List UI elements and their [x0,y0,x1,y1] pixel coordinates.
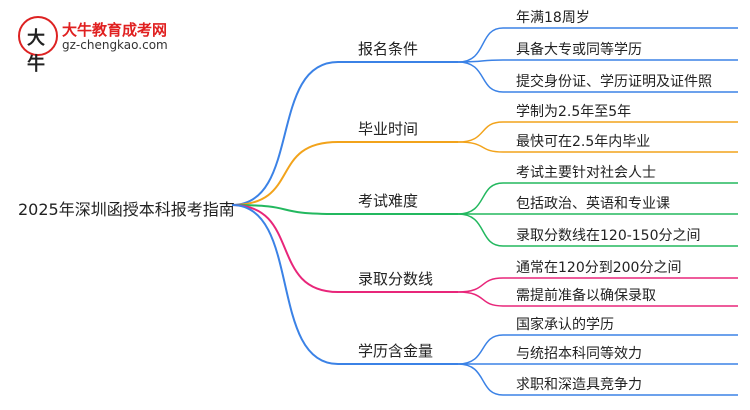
connector-line [457,27,504,63]
mindmap-root: 2025年深圳函授本科报考指南 [18,200,235,219]
leaf-label: 与统招本科同等效力 [516,346,642,362]
logo-name: 大牛教育成考网 [62,21,168,39]
connector-line [457,213,504,247]
logo-url: gz-chengkao.com [62,38,168,52]
connector-line [457,334,504,365]
leaf-label: 需提前准备以确保录取 [516,288,656,304]
leaf-label: 求职和深造具竞争力 [516,377,642,393]
connector-line [231,204,339,365]
leaf-label: 国家承认的学历 [516,317,614,333]
connector-line [231,61,339,206]
connector-line [231,204,339,293]
connector-line [231,141,339,206]
branch-label: 学历含金量 [358,342,434,360]
leaf-label: 具备大专或同等学历 [516,42,642,58]
branch-label: 报名条件 [358,40,419,58]
logo-mark-icon: 大牛 [18,16,58,75]
connector-line [231,204,339,215]
branch-label: 毕业时间 [358,120,419,138]
leaf-label: 学制为2.5年至5年 [516,104,632,120]
leaf-label: 提交身份证、学历证明及证件照 [516,74,712,90]
connector-line [457,291,504,307]
leaf-label: 考试主要针对社会人士 [516,165,656,181]
leaf-label: 包括政治、英语和专业课 [516,196,670,212]
connector-line [457,182,504,215]
branch-label: 考试难度 [358,192,419,210]
leaf-label: 录取分数线在120-150分之间 [516,228,701,244]
connector-line [457,277,504,293]
leaf-label: 通常在120分到200分之间 [516,260,682,276]
site-logo: 大牛 大牛教育成考网 gz-chengkao.com [18,16,178,75]
connector-line [457,61,504,93]
connector-line [457,363,504,396]
connector-line [457,121,504,143]
leaf-label: 最快可在2.5年内毕业 [516,134,651,150]
leaf-label: 年满18周岁 [516,10,590,26]
connector-line [457,141,504,153]
branch-label: 录取分数线 [358,270,434,288]
